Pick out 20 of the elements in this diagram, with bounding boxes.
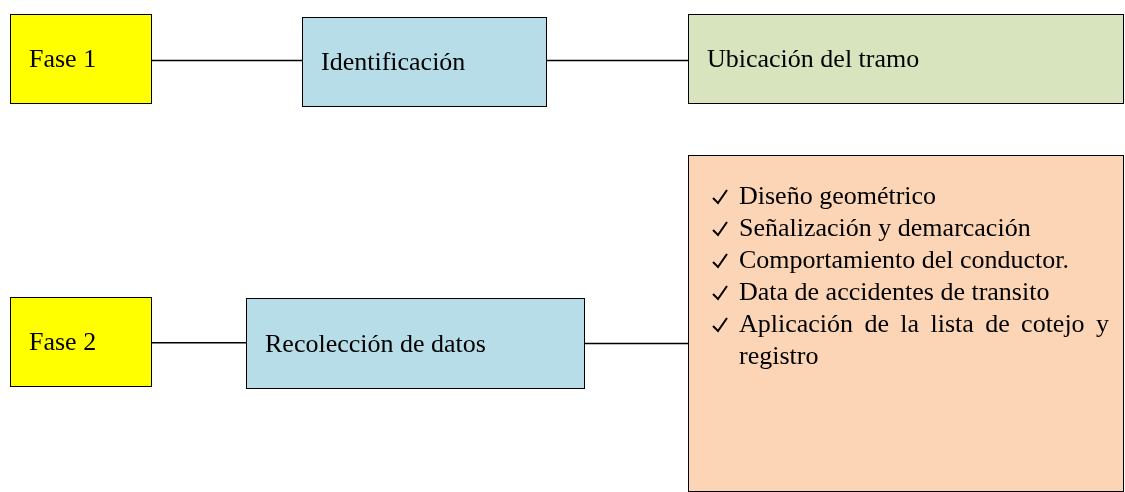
connector-line: [546, 59, 689, 62]
checklist-item: Señalización y demarcación: [739, 212, 1032, 244]
connector-line: [584, 342, 689, 345]
box-label: Fase 2: [29, 326, 98, 358]
checklist-item: Data de accidentes de transito: [739, 276, 1051, 308]
box-label: Fase 1: [29, 43, 98, 75]
checklist-item: Diseño geométrico: [739, 180, 938, 212]
box-label: Recolección de datos: [265, 327, 487, 360]
phase-box: [10, 14, 152, 104]
phase-box: [10, 297, 152, 387]
checklist-item: Comportamiento del conductor.: [739, 244, 1070, 276]
checklist-item: Aplicación de la lista de cotejo y registro: [739, 308, 1109, 372]
process-box: [246, 298, 585, 389]
connector-line: [151, 342, 247, 344]
result-box: [688, 14, 1124, 104]
checklist-box: [688, 155, 1124, 492]
box-label: Ubicación del tramo: [707, 43, 921, 75]
process-box: [302, 17, 547, 107]
connector-line: [151, 59, 303, 62]
box-label: Identificación: [321, 46, 467, 78]
